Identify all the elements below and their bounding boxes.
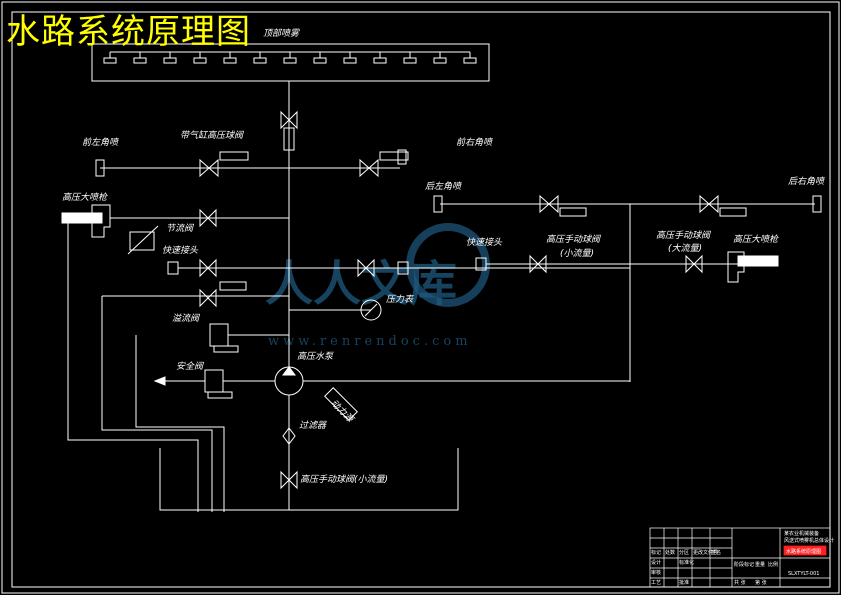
labels: 顶部喷雾 前左角喷 带气缸高压球阀 前右角喷 后左角喷 后右角喷 高压大喷枪 节… — [62, 28, 825, 485]
title-stamp — [783, 545, 827, 556]
tb-design: 设计 — [651, 559, 661, 566]
tb-sign: 签名 — [711, 549, 721, 556]
tb-scale: 比例 — [768, 561, 778, 568]
rear-right-spray-nozzle — [812, 195, 822, 213]
top-valve — [280, 110, 298, 130]
safety-valve — [204, 369, 224, 393]
safety-outlet-arrow — [153, 376, 166, 386]
rear-right-valve — [699, 194, 719, 214]
label-filter: 过滤器 — [299, 420, 327, 431]
hp-gun-right — [737, 255, 779, 267]
manual-valve-large — [685, 254, 703, 274]
tb-craft: 工艺 — [651, 580, 661, 586]
label-overflow-valve: 溢流阀 — [172, 313, 200, 324]
label-throttle-valve: 节流阀 — [166, 223, 194, 234]
page-title: 水路系统原理图 — [6, 12, 251, 52]
label-rear-right-spray: 后右角喷 — [788, 176, 825, 187]
top-spray-manifold — [91, 43, 490, 82]
label-pressure-gauge: 压力表 — [386, 294, 414, 305]
hp-gun-right-grip — [727, 251, 745, 283]
tb-stage: 阶段标记 — [734, 561, 754, 568]
label-manual-valve-small: 高压手动球阀 — [546, 234, 601, 245]
label-safety-valve: 安全阀 — [176, 361, 204, 372]
label-front-left-spray: 前左角喷 — [82, 137, 119, 148]
label-manual-valve-large-sub: (大流量) — [668, 243, 702, 254]
return-cyl-valve — [199, 288, 217, 308]
tb-org: 某农业机械装备 — [784, 530, 819, 537]
watermark-text: 人人文库 — [265, 256, 457, 312]
power-unit — [324, 387, 358, 421]
tb-review: 审核 — [651, 569, 661, 576]
filter — [282, 427, 296, 445]
water-tank — [159, 448, 459, 511]
rear-left-valve — [539, 194, 559, 214]
quick-joint-mid-valve — [357, 258, 375, 278]
quick-joint-mid — [397, 261, 409, 275]
title-block-text: 标记 处数 分区 更改文件号 签名 设计 标准化 审核 工艺 批准 阶段标记 重… — [651, 530, 834, 586]
tb-drawing-name: 水路系统原理图 — [786, 548, 821, 555]
inner-border — [11, 11, 831, 588]
label-top-spray: 顶部喷雾 — [263, 28, 300, 39]
front-right-spray-nozzle — [397, 149, 407, 165]
title-block — [649, 527, 831, 588]
label-manual-valve-large: 高压手动球阀 — [656, 230, 711, 241]
label-cyl-valve: 带气缸高压球阀 — [180, 130, 244, 141]
bottom-manual-valve — [280, 470, 298, 490]
label-front-right-spray: 前右角喷 — [456, 137, 493, 148]
tb-standard: 标准化 — [679, 559, 694, 566]
label-power-unit: 动力源 — [328, 398, 356, 426]
label-bottom-manual-valve: 高压手动球阀(小流量) — [300, 474, 388, 485]
label-manual-valve-small-sub: (小流量) — [560, 248, 594, 259]
tb-change-doc: 更改文件号 — [693, 549, 718, 556]
watermark-url: www.renrendoc.com — [268, 334, 472, 349]
rear-left-spray-nozzle — [433, 195, 443, 213]
label-quick-joint-right: 快速接头 — [466, 237, 503, 248]
pressure-gauge — [360, 299, 382, 321]
label-hp-gun-left: 高压大喷枪 — [62, 192, 108, 203]
watermark: 人人文库 www.renrendoc.com — [265, 223, 490, 349]
tb-sheets: 共 张 — [734, 579, 746, 586]
hp-gun-left-grip — [91, 204, 111, 238]
throttle-body — [129, 231, 155, 251]
tb-weight: 重量 — [755, 561, 765, 568]
manual-valve-small — [529, 254, 547, 274]
tb-zone: 分区 — [679, 549, 689, 556]
label-quick-joint-left: 快速接头 — [162, 245, 199, 256]
quick-joint-left — [167, 261, 179, 275]
front-right-cyl-valve — [359, 158, 379, 178]
quick-joint-left-valve — [199, 258, 217, 278]
tb-approve: 批准 — [679, 579, 689, 586]
label-hp-pump: 高压水泵 — [297, 351, 334, 362]
tb-sheet-no: 第 张 — [755, 579, 767, 586]
throttle-valve — [199, 208, 217, 228]
tb-mark: 标记 — [651, 549, 661, 556]
nozzle-row — [103, 52, 477, 64]
tb-drawing-no: SLXTYLT-001 — [788, 571, 819, 577]
label-rear-left-spray: 后左角喷 — [425, 181, 462, 192]
top-valve-cylinder — [283, 127, 295, 151]
overflow-valve — [209, 323, 229, 347]
tb-project: 风送式喷雾机总体设计 — [784, 537, 834, 544]
tb-count: 处数 — [665, 549, 675, 556]
front-left-cyl-valve — [199, 158, 219, 178]
label-hp-gun-right: 高压大喷枪 — [733, 234, 779, 245]
front-left-spray-nozzle — [95, 159, 105, 177]
